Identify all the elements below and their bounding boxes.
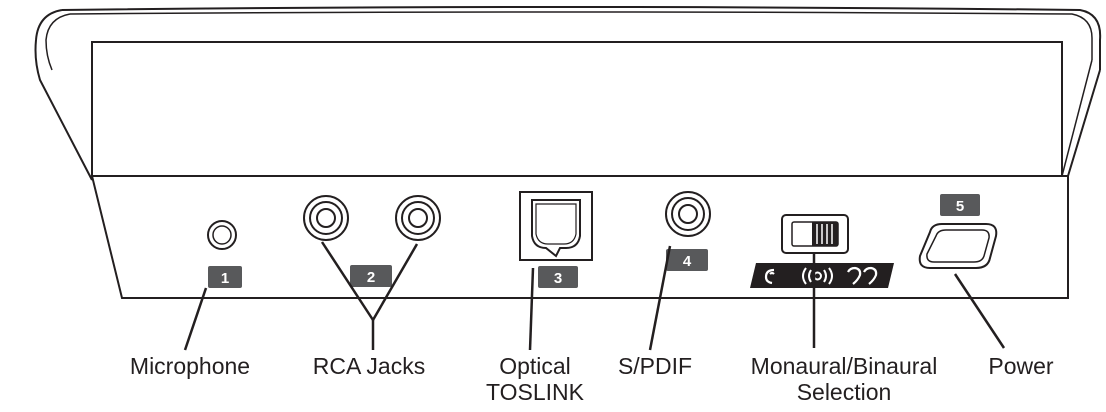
label-rca-jacks: RCA Jacks <box>312 353 426 379</box>
label-mono-binaural-line1: Monaural/Binaural <box>750 353 938 379</box>
badge-1: 1 <box>208 266 242 288</box>
leader-line-optical <box>528 267 535 351</box>
spdif-jack <box>665 191 711 237</box>
rear-panel-face <box>90 175 1069 299</box>
device-left-inner-edge <box>45 13 71 71</box>
svg-text:5: 5 <box>956 198 964 215</box>
ear-left-icon <box>764 268 775 285</box>
label-microphone: Microphone <box>129 353 251 379</box>
rca-jack-left <box>303 195 349 241</box>
leader-line-spdif <box>648 245 672 351</box>
svg-text:2: 2 <box>367 269 375 286</box>
svg-text:3: 3 <box>554 270 562 287</box>
badge-3: 3 <box>538 266 578 288</box>
label-power: Power <box>988 353 1054 379</box>
device-outer-shell <box>34 6 1102 181</box>
ear-both-icon <box>847 266 878 285</box>
svg-text:4: 4 <box>683 253 692 270</box>
leader-line-power <box>953 273 1006 349</box>
top-recess-panel <box>91 41 1063 177</box>
svg-text:1: 1 <box>221 270 229 287</box>
wireless-broadcast-icon <box>802 267 833 285</box>
badge-5: 5 <box>940 194 980 216</box>
device-right-side <box>1067 69 1101 298</box>
power-port <box>918 223 998 269</box>
mono-binaural-switch <box>781 214 849 254</box>
label-mono-binaural-line2: Selection <box>796 379 892 405</box>
optical-toslink-port <box>519 191 593 261</box>
switch-mode-icon-strip <box>750 263 894 288</box>
device-top-inner-edge <box>69 11 1093 60</box>
label-optical-line2: TOSLINK <box>486 379 584 405</box>
label-optical-line1: Optical <box>499 353 571 379</box>
leader-line-microphone <box>183 287 208 351</box>
label-spdif: S/PDIF <box>617 353 693 379</box>
leader-line-rca-right <box>371 243 419 321</box>
device-right-side-inner <box>1061 59 1093 177</box>
microphone-jack <box>207 220 237 250</box>
leader-line-rca-left <box>320 241 375 321</box>
badge-2: 2 <box>350 265 392 287</box>
badge-4: 4 <box>666 249 708 271</box>
rca-jack-right <box>395 195 441 241</box>
